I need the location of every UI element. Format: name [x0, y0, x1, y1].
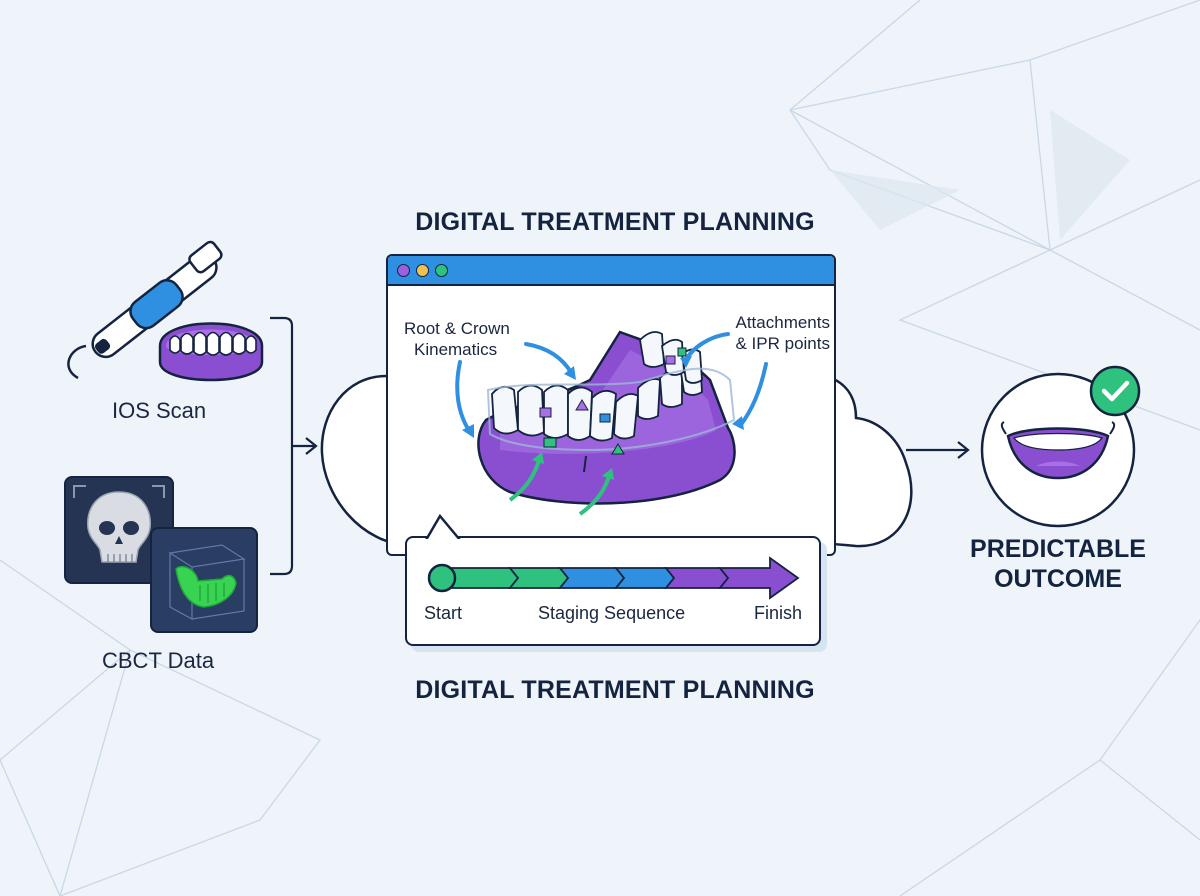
- speech-tail: [424, 513, 464, 542]
- stage-purple-2[interactable]: [718, 556, 800, 600]
- timeline-middle-label: Staging Sequence: [538, 603, 686, 623]
- stage-blue-1[interactable]: [558, 567, 626, 589]
- checkmark-icon: [1089, 365, 1141, 417]
- skull-xray-icon: [73, 485, 165, 563]
- window-dot-green[interactable]: [435, 264, 448, 277]
- stage-purple-1[interactable]: [664, 567, 730, 589]
- outcome-line1: PREDICTABLE: [970, 535, 1146, 563]
- intraoral-scanner-icon: [67, 240, 223, 380]
- timeline-start-label: Start: [424, 603, 463, 623]
- attachments-line2: & IPR points: [735, 334, 831, 353]
- jaw-3d-icon: [168, 544, 246, 621]
- title-bottom: DIGITAL TREATMENT PLANNING: [415, 676, 815, 704]
- stage-blue-2[interactable]: [614, 567, 676, 589]
- cbct-data-label: CBCT Data: [102, 648, 215, 673]
- staging-timeline-panel: [405, 536, 821, 646]
- outcome-label: PREDICTABLE OUTCOME: [960, 534, 1156, 594]
- timeline-start-dot[interactable]: [427, 563, 457, 593]
- attachments-line1: Attachments: [735, 313, 831, 332]
- title-top: DIGITAL TREATMENT PLANNING: [415, 208, 815, 236]
- timeline-finish-label: Finish: [754, 603, 803, 623]
- callout-arrows: [455, 332, 768, 438]
- ios-scan-label: IOS Scan: [112, 398, 207, 423]
- dental-arch-illustration: [477, 330, 736, 516]
- jaw-3d-card: [150, 527, 258, 633]
- stage-green-2[interactable]: [508, 567, 570, 589]
- attachments-label: Attachments & IPR points: [722, 312, 831, 354]
- window-title-bar: [388, 256, 834, 286]
- root-crown-line1: Root & Crown: [404, 319, 510, 338]
- input-connectors: [270, 316, 318, 576]
- root-crown-label: Root & Crown Kinematics: [404, 318, 510, 360]
- staging-progress-bar: [427, 556, 800, 600]
- window-dot-purple[interactable]: [397, 264, 410, 277]
- window-dot-yellow[interactable]: [416, 264, 429, 277]
- smile-icon: [980, 372, 1136, 528]
- root-crown-line2: Kinematics: [414, 340, 498, 359]
- output-arrow: [906, 441, 970, 459]
- outcome-line2: OUTCOME: [994, 565, 1122, 593]
- dental-model-icon: [158, 322, 264, 382]
